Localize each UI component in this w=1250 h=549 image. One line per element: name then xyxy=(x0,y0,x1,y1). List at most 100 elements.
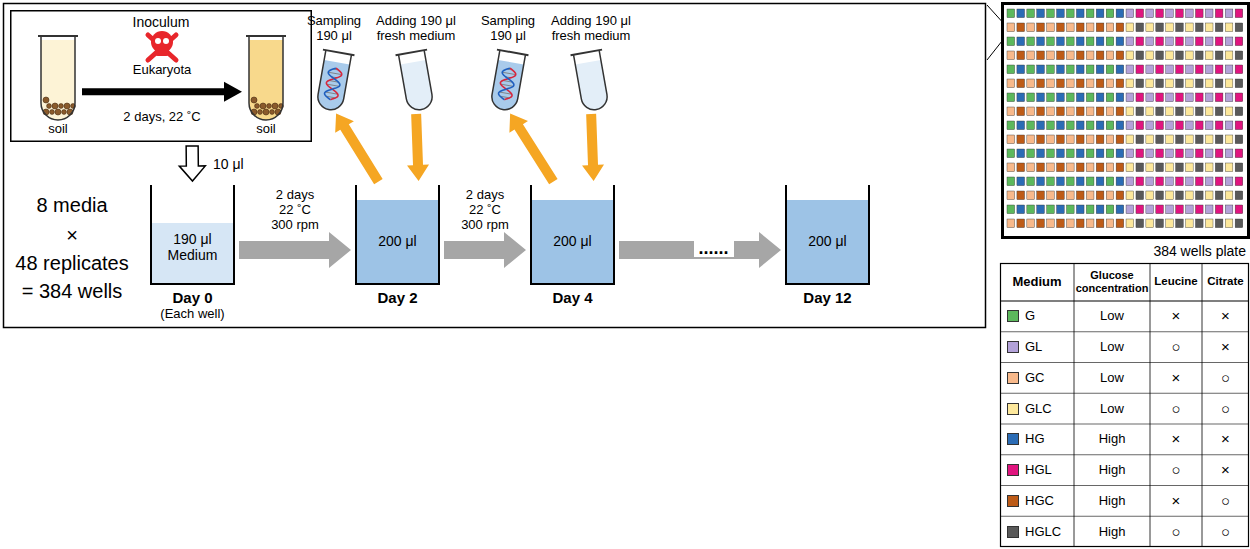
table-cell: × xyxy=(1172,431,1181,448)
well xyxy=(1086,37,1094,46)
table-cell: × xyxy=(1221,431,1230,448)
well xyxy=(1235,135,1243,144)
node-text: 200 μl xyxy=(378,233,416,249)
well xyxy=(1007,51,1015,60)
well xyxy=(1067,107,1075,116)
table-cell: Low xyxy=(1100,401,1124,416)
well xyxy=(1057,135,1065,144)
tube-outline xyxy=(249,36,283,120)
well xyxy=(1215,177,1223,186)
well xyxy=(1076,177,1084,186)
well xyxy=(1096,51,1104,60)
well xyxy=(1086,149,1094,158)
table-cell: ○ xyxy=(1171,400,1180,417)
well xyxy=(1047,205,1055,214)
well xyxy=(1186,163,1194,172)
table-cell: Low xyxy=(1100,370,1124,385)
soil-particle xyxy=(270,110,275,115)
well xyxy=(1076,65,1084,74)
well xyxy=(1146,219,1154,228)
well xyxy=(1235,51,1243,60)
table-header: Citrate xyxy=(1207,275,1243,288)
well xyxy=(1176,205,1184,214)
table-header: Leucine xyxy=(1154,275,1197,288)
well xyxy=(1205,135,1213,144)
well xyxy=(1076,205,1084,214)
well xyxy=(1235,37,1243,46)
skull-jaw xyxy=(156,47,169,56)
well xyxy=(1096,37,1104,46)
table-cell: ○ xyxy=(1221,369,1230,386)
well xyxy=(1156,51,1164,60)
well-grid xyxy=(1007,9,1243,228)
table-rule xyxy=(1000,331,1249,332)
well xyxy=(1057,37,1065,46)
tube-content xyxy=(41,40,75,120)
well xyxy=(1017,163,1025,172)
well xyxy=(1205,219,1213,228)
well xyxy=(1166,121,1174,130)
well xyxy=(1225,163,1233,172)
well xyxy=(1067,37,1075,46)
well xyxy=(1156,9,1164,18)
well xyxy=(1086,93,1094,102)
well xyxy=(1116,163,1124,172)
well xyxy=(1146,93,1154,102)
well xyxy=(1057,65,1065,74)
well xyxy=(1176,51,1184,60)
table-cell: × xyxy=(1221,339,1230,356)
well xyxy=(1126,51,1134,60)
well xyxy=(1215,107,1223,116)
culture-well: 200 μlDay 2 xyxy=(355,185,440,285)
well xyxy=(1225,65,1233,74)
well xyxy=(1225,93,1233,102)
well xyxy=(1186,65,1194,74)
well xyxy=(1136,23,1144,32)
table-cell: ○ xyxy=(1221,523,1230,540)
well xyxy=(1116,23,1124,32)
table-cell: × xyxy=(1172,492,1181,509)
well xyxy=(1205,205,1213,214)
tube-outline xyxy=(574,50,610,112)
soil-particle xyxy=(64,103,70,109)
well xyxy=(1176,65,1184,74)
soil-particle xyxy=(43,97,49,103)
edge-label: 10 μl xyxy=(213,155,244,171)
well xyxy=(1195,23,1203,32)
well xyxy=(1067,191,1075,200)
well xyxy=(1235,219,1243,228)
well xyxy=(1076,79,1084,88)
organism-label: Eukaryota xyxy=(133,63,192,78)
medium-fill xyxy=(151,223,234,284)
shape-group xyxy=(786,185,869,284)
well xyxy=(1136,177,1144,186)
well xyxy=(1017,37,1025,46)
node-shape xyxy=(400,48,432,110)
well xyxy=(1116,205,1124,214)
well xyxy=(1086,107,1094,116)
shape-group xyxy=(313,50,355,113)
culture-well: 200 μlDay 12 xyxy=(785,185,870,285)
soil-tube: soil xyxy=(246,32,286,120)
well xyxy=(1176,149,1184,158)
soil-particle xyxy=(59,104,64,109)
well xyxy=(1156,121,1164,130)
table-cell: High xyxy=(1099,432,1126,447)
well xyxy=(1057,93,1065,102)
medium-fill xyxy=(356,200,439,284)
well xyxy=(1096,93,1104,102)
legend-swatch xyxy=(1007,433,1019,445)
node-shape xyxy=(492,48,524,110)
well xyxy=(1037,205,1045,214)
well xyxy=(1047,23,1055,32)
well xyxy=(1156,163,1164,172)
well xyxy=(1086,135,1094,144)
legend-text: GL xyxy=(1025,340,1042,355)
well xyxy=(1096,9,1104,18)
node-caption: Day 0 xyxy=(172,289,212,306)
node-caption: Day 4 xyxy=(552,289,592,306)
well xyxy=(1007,177,1015,186)
table-cell: ○ xyxy=(1221,400,1230,417)
table-rule xyxy=(1000,424,1249,425)
dna-strand xyxy=(324,67,343,101)
